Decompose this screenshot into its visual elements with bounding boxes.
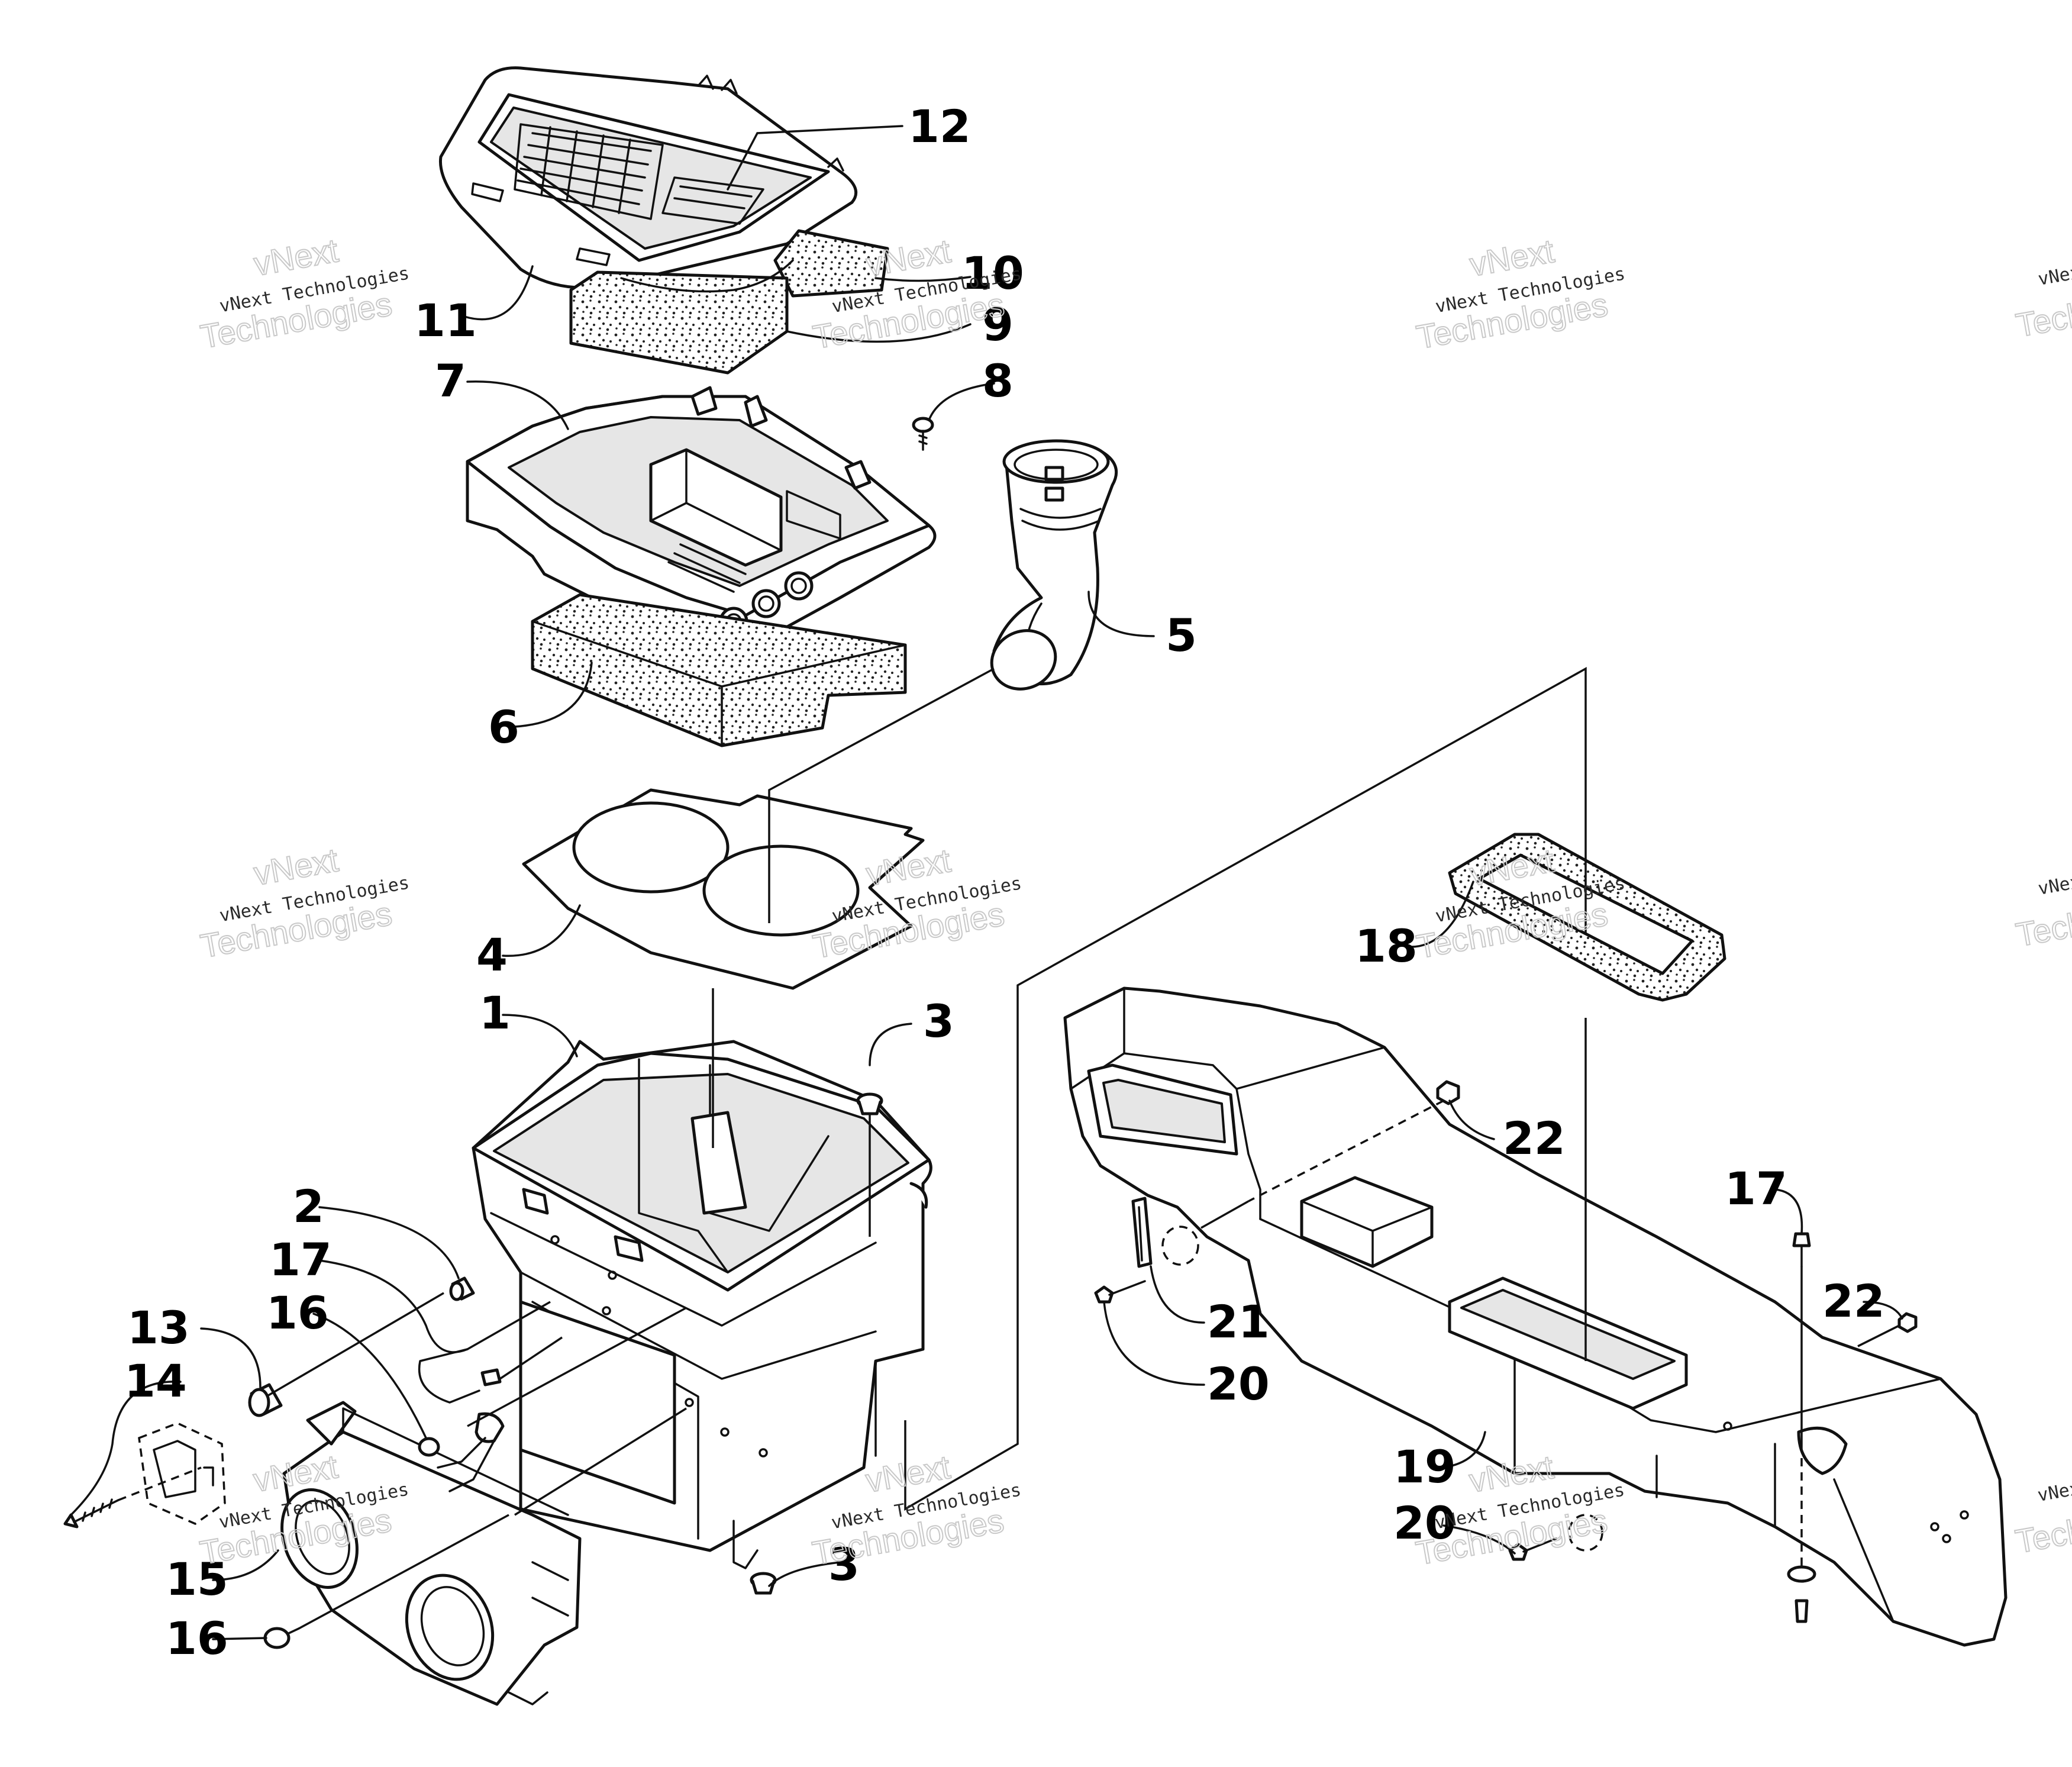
callout-8: 8 — [982, 354, 1014, 407]
bolt-20-left — [1094, 1280, 1146, 1304]
watermark-3: vNext Technologies vNext Technologies — [1413, 231, 1626, 356]
intake-elbow — [990, 439, 1118, 691]
bracket-21 — [1131, 1197, 1199, 1268]
sensor-block — [138, 1422, 226, 1525]
callout-19: 19 — [1393, 1440, 1456, 1493]
watermark-edge-1: vNext Technologies Technologies — [2012, 236, 2072, 344]
grommet-17-lower — [1787, 1565, 1816, 1623]
watermark-4: vNext Technologies vNext Technologies — [197, 840, 411, 965]
callout-22-right: 22 — [1822, 1275, 1885, 1327]
callout-17-right: 17 — [1725, 1162, 1787, 1215]
callout-9: 9 — [982, 298, 1014, 351]
main-air-box — [472, 1040, 932, 1569]
svg-text:vNext: vNext — [1467, 232, 1557, 283]
callout-10: 10 — [961, 247, 1024, 299]
upper-filter-foam-9 — [569, 259, 794, 375]
callout-22-upper: 22 — [1503, 1112, 1566, 1165]
svg-text:vNext Technologies: vNext Technologies — [2037, 846, 2072, 899]
bolt-17-right — [1792, 1232, 1811, 1268]
callout-15: 15 — [166, 1553, 228, 1605]
bolt-20-lower — [1508, 1514, 1603, 1561]
callout-18: 18 — [1355, 920, 1418, 972]
callout-2: 2 — [293, 1180, 324, 1233]
callout-16-lower: 16 — [166, 1612, 228, 1665]
watermark-edge-3: vNext Technologies Technologies — [2012, 1452, 2072, 1560]
lower-filter-foam — [531, 593, 907, 747]
callout-7: 7 — [435, 354, 466, 407]
grommet-3-upper — [856, 1092, 883, 1115]
nut-22-right — [1897, 1312, 1918, 1333]
svg-text:vNext: vNext — [863, 232, 953, 283]
callout-20-upper: 20 — [1207, 1358, 1270, 1410]
screw-8 — [912, 417, 934, 451]
watermark-1: vNext Technologies vNext Technologies — [197, 231, 411, 356]
callout-11: 11 — [414, 294, 477, 347]
callout-4: 4 — [476, 928, 508, 981]
svg-text:vNext: vNext — [1466, 1448, 1556, 1500]
callout-6: 6 — [488, 701, 519, 753]
callout-17-left: 17 — [269, 1233, 332, 1286]
wire-clip-17 — [418, 1348, 502, 1404]
callout-16-upper: 16 — [266, 1286, 329, 1339]
callout-14: 14 — [124, 1355, 187, 1407]
callout-12: 12 — [908, 100, 971, 153]
filter-housing-tray — [466, 386, 937, 659]
plug-16 — [263, 1627, 300, 1649]
intake-duct — [1063, 986, 2008, 1647]
callout-3-lower: 3 — [828, 1538, 860, 1591]
screw-14 — [63, 1498, 120, 1529]
watermark-edge-2: vNext Technologies Technologies — [2012, 846, 2072, 954]
nut-22-upper — [1436, 1080, 1460, 1105]
svg-text:vNext: vNext — [251, 841, 341, 892]
assembly-guide-lines — [118, 667, 1900, 1630]
grommet-13 — [248, 1383, 283, 1417]
air-box-cover — [438, 66, 858, 289]
callout-20-lower: 20 — [1393, 1497, 1456, 1549]
callout-13: 13 — [127, 1301, 190, 1354]
callout-21: 21 — [1207, 1295, 1270, 1348]
callout-leader-lines — [70, 125, 1903, 1640]
upper-filter-foam-10 — [773, 229, 889, 298]
svg-text:vNext: vNext — [251, 231, 341, 283]
callout-5: 5 — [1166, 609, 1197, 662]
callout-numbers: 12 10 9 11 7 8 5 6 4 1 3 2 17 16 13 14 1… — [124, 100, 1885, 1665]
front-intake-housing — [280, 1401, 582, 1706]
gasket-plate — [522, 788, 925, 990]
svg-text:vNext Technologies: vNext Technologies — [2037, 236, 2072, 290]
bushing-2 — [449, 1276, 475, 1301]
cover-decal-chart — [514, 123, 764, 225]
callout-3-upper: 3 — [923, 995, 954, 1047]
svg-text:vNext Technologies: vNext Technologies — [2036, 1452, 2072, 1506]
callout-1: 1 — [479, 986, 511, 1039]
